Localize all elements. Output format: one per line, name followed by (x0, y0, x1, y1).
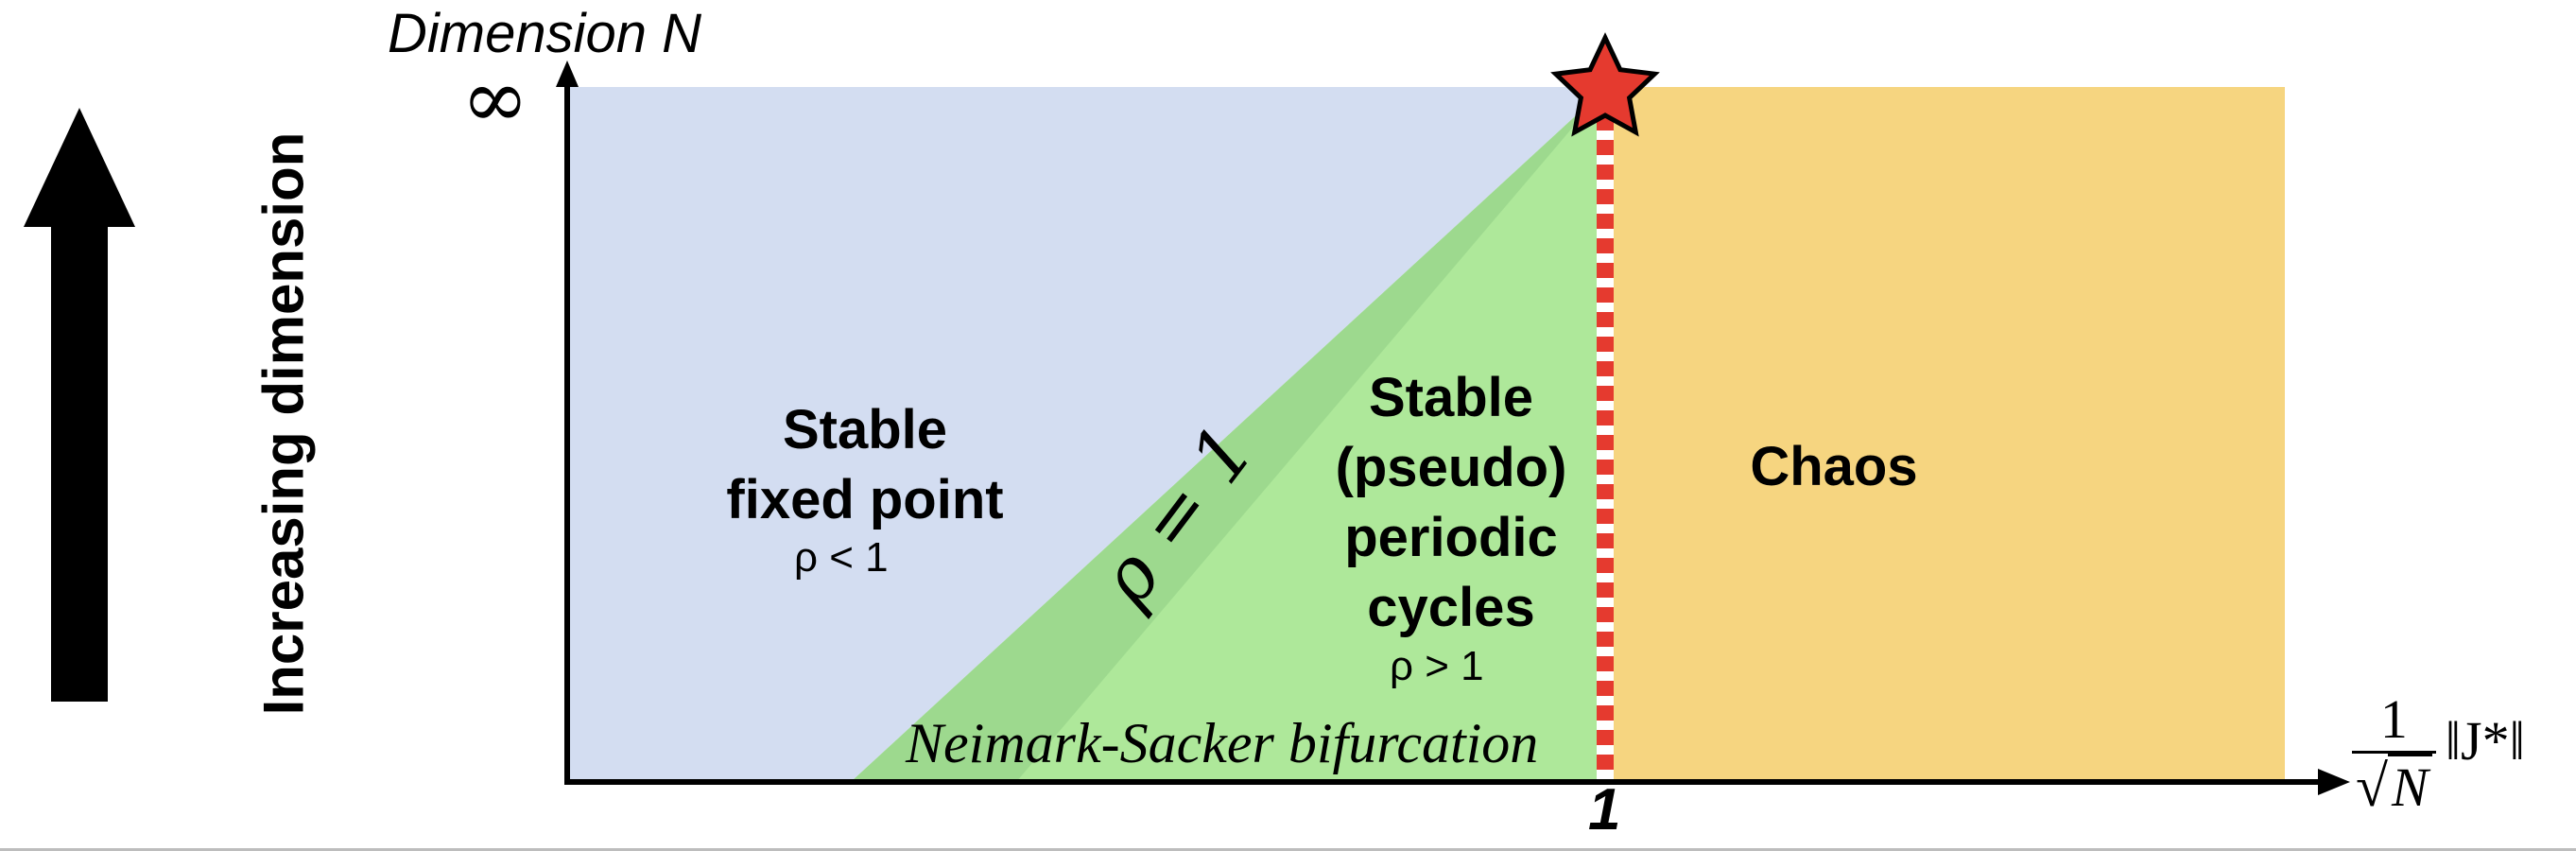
cycles-title: Stable (pseudo) periodic cycles (1335, 367, 1567, 638)
y-axis-infinity-tick: ∞ (461, 52, 529, 147)
cycles-condition: ρ > 1 (1390, 643, 1484, 689)
sqrt-icon: √ (2356, 755, 2389, 819)
neimark-sacker-label: Neimark-Sacker bifurcation (906, 712, 1539, 774)
chaos-region (1607, 87, 2285, 782)
x-axis-label: 1 √N ‖J*‖ (2352, 688, 2525, 821)
rho-boundary-band (851, 87, 1607, 782)
x-axis-label-sqrt-arg: N (2388, 754, 2432, 818)
critical-point-star (1550, 32, 1660, 137)
x-axis-label-numerator: 1 (2379, 688, 2408, 750)
x-axis-label-denominator: √N (2352, 754, 2436, 821)
y-axis-title: Dimension N (388, 3, 701, 64)
y-axis-arrowhead (556, 61, 579, 87)
x-axis-label-fraction: 1 √N (2352, 688, 2436, 821)
fixed-point-title: Stable fixed point (726, 399, 1004, 530)
bottom-border (0, 848, 2576, 851)
x-axis-arrowhead (2318, 769, 2350, 795)
x-axis-label-norm: ‖J*‖ (2445, 709, 2525, 772)
x-axis-critical-tick: 1 (1588, 777, 1621, 842)
fixed-point-condition: ρ < 1 (794, 534, 889, 581)
increasing-dimension-arrow (24, 108, 135, 702)
fixed-point-region (567, 87, 1607, 782)
fraction-bar (2352, 751, 2436, 754)
chaos-title: Chaos (1750, 436, 1918, 497)
